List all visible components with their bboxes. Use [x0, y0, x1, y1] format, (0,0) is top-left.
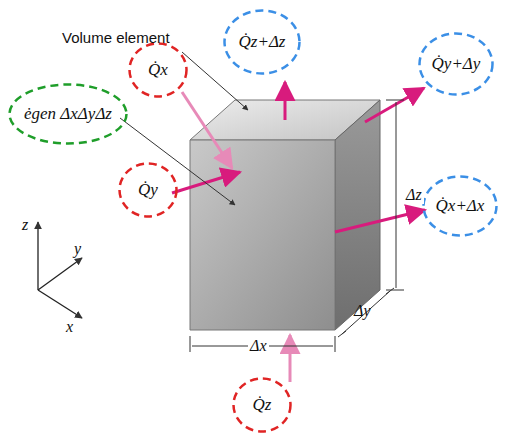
dimension-lines	[190, 100, 404, 352]
heat-flow-symbol: Q̇y+Δy	[432, 55, 481, 74]
dashed-circle-label: Q̇y	[118, 162, 178, 218]
dashed-outline	[424, 177, 497, 236]
axis-label: x	[64, 318, 75, 336]
dashed-circle-label: ėgen ΔxΔyΔz	[8, 83, 128, 145]
heat-flow-symbol: Q̇x+Δx	[436, 197, 485, 216]
dashed-outline	[420, 34, 493, 95]
heat-flow-symbol: Q̇z+Δz	[239, 33, 286, 52]
heat-flow-arrows	[172, 82, 425, 382]
heat-flow-symbol: Q̇x	[148, 61, 168, 80]
coordinate-axes	[38, 222, 82, 318]
dashed-circle-label: Q̇x	[128, 42, 188, 98]
dashed-outline	[130, 44, 187, 97]
dashed-outline	[234, 379, 291, 432]
dimension-label: Δy	[352, 302, 373, 320]
dashed-circle-label: Q̇z	[232, 377, 292, 433]
axis-label: y	[72, 240, 83, 258]
heat-flow-symbol: Q̇z	[253, 396, 272, 415]
leader-lines	[120, 52, 248, 205]
dimension-label: Δz	[404, 186, 424, 204]
heat-flow-symbol: Q̇y	[138, 181, 158, 200]
axis-label: z	[20, 216, 30, 234]
dashed-outline	[10, 85, 127, 144]
dashed-outline	[120, 164, 177, 217]
dashed-circle-label: Q̇z+Δz	[223, 9, 301, 75]
dimension-label: Δx	[248, 337, 269, 355]
heat-flow-symbol: ėgen ΔxΔyΔz	[24, 105, 112, 124]
dashed-circle-label: Q̇y+Δy	[418, 32, 494, 96]
part-label: Volume element	[60, 30, 172, 47]
cube	[190, 100, 380, 330]
dashed-circle-label: Q̇x+Δx	[422, 175, 498, 237]
dashed-outline	[225, 11, 300, 74]
